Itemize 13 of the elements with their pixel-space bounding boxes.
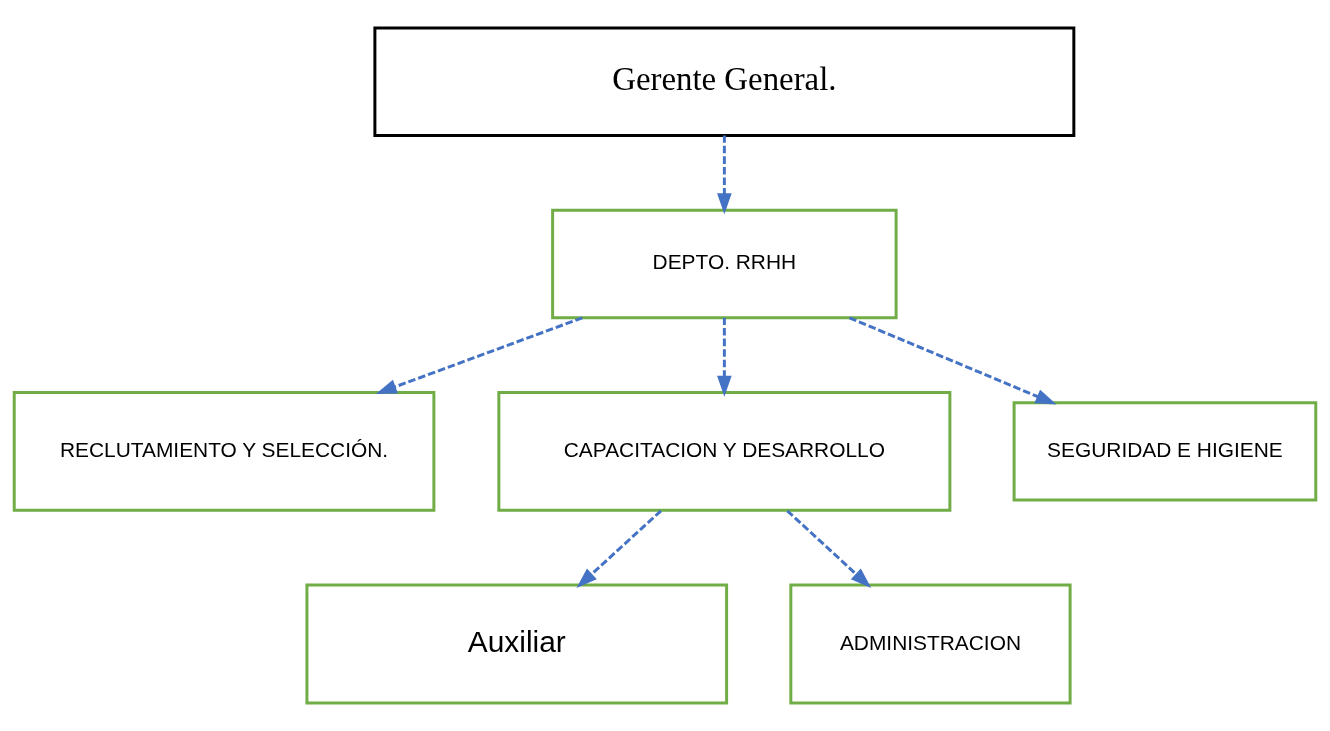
node-box: Gerente General.: [373, 26, 1076, 137]
node-box: RECLUTAMIENTO Y SELECCIÓN.: [12, 390, 436, 512]
node-box: DEPTO. RRHH: [551, 208, 898, 320]
arrow: [576, 509, 662, 588]
node-box: Auxiliar: [305, 583, 729, 705]
arrow: [717, 317, 732, 397]
node-box: ADMINISTRACION: [789, 583, 1072, 705]
arrow: [786, 509, 872, 588]
arrow: [848, 316, 1057, 405]
arrow: [717, 135, 732, 215]
node-box: CAPACITACION Y DESARROLLO: [497, 390, 952, 512]
node-box: SEGURIDAD E HIGIENE: [1012, 401, 1318, 502]
arrow: [375, 316, 583, 394]
